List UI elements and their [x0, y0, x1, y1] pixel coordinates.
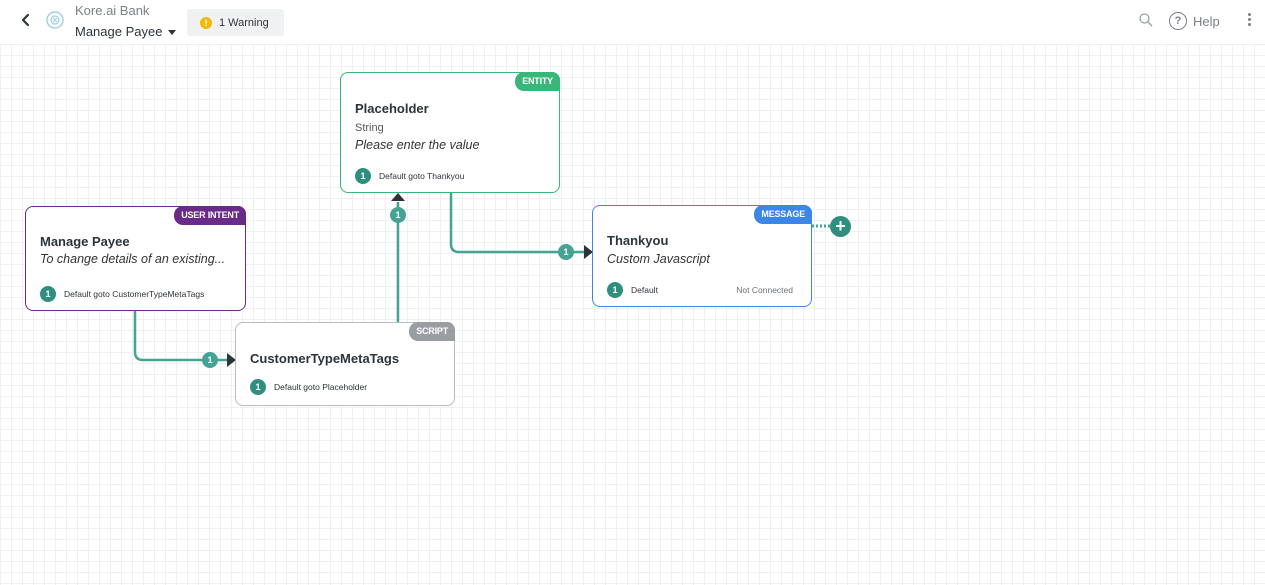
node-type-badge: MESSAGE [754, 205, 812, 224]
transition-label: Default goto Thankyou [379, 171, 465, 181]
transition-label: Default goto Placeholder [274, 382, 368, 392]
node-user-intent[interactable]: USER INTENT Manage Payee To change detai… [25, 206, 246, 311]
warning-button[interactable]: ! 1 Warning [187, 9, 284, 36]
node-transition[interactable]: 1 Default goto CustomerTypeMetaTags [40, 286, 204, 302]
node-script[interactable]: SCRIPT CustomerTypeMetaTags 1 Default go… [235, 322, 455, 406]
top-bar: Kore.ai Bank Manage Payee ! 1 Warning ? … [0, 0, 1265, 44]
node-entity[interactable]: ENTITY Placeholder String Please enter t… [340, 72, 560, 193]
connector-number[interactable]: 1 [558, 244, 574, 260]
transition-number: 1 [250, 379, 266, 395]
dialog-selector[interactable]: Manage Payee [75, 24, 177, 39]
node-entity-type: String [355, 122, 384, 134]
node-prompt: Please enter the value [355, 138, 480, 152]
node-title: Placeholder [355, 101, 429, 116]
node-title: CustomerTypeMetaTags [250, 351, 400, 366]
connection-status: Not Connected [736, 285, 793, 295]
back-chevron-icon[interactable] [16, 10, 36, 30]
connector-number[interactable]: 1 [390, 207, 406, 223]
node-description: Custom Javascript [607, 252, 710, 266]
transition-label: Default goto CustomerTypeMetaTags [64, 289, 205, 299]
node-transition[interactable]: 1 Default [607, 282, 658, 298]
bot-name: Kore.ai Bank [75, 3, 150, 18]
transition-number: 1 [355, 168, 371, 184]
node-type-badge: SCRIPT [409, 322, 455, 341]
node-title: Thankyou [607, 233, 669, 248]
caret-down-icon [168, 30, 177, 36]
transition-number: 1 [40, 286, 56, 302]
node-transition[interactable]: 1 Default goto Placeholder [250, 379, 367, 395]
add-node-plus-icon[interactable]: + [830, 216, 851, 237]
node-title: Manage Payee [40, 234, 130, 249]
node-type-badge: ENTITY [515, 72, 560, 91]
more-options-icon[interactable] [1246, 13, 1252, 29]
dialog-canvas[interactable] [0, 44, 1265, 585]
transition-label: Default [631, 285, 658, 295]
search-icon[interactable] [1138, 12, 1154, 28]
transition-number: 1 [607, 282, 623, 298]
warning-icon: ! [200, 16, 212, 29]
node-message[interactable]: MESSAGE Thankyou Custom Javascript 1 Def… [592, 205, 812, 307]
bot-logo-icon [45, 10, 65, 30]
node-description: To change details of an existing... [40, 252, 226, 266]
help-circle-icon: ? [1169, 12, 1187, 30]
help-label: Help [1193, 13, 1220, 29]
help-button[interactable]: ? Help [1169, 11, 1220, 31]
node-type-badge: USER INTENT [174, 206, 246, 225]
node-transition[interactable]: 1 Default goto Thankyou [355, 168, 464, 184]
dialog-name: Manage Payee [75, 24, 163, 39]
warning-label: 1 Warning [219, 16, 269, 29]
connector-number[interactable]: 1 [202, 352, 218, 368]
